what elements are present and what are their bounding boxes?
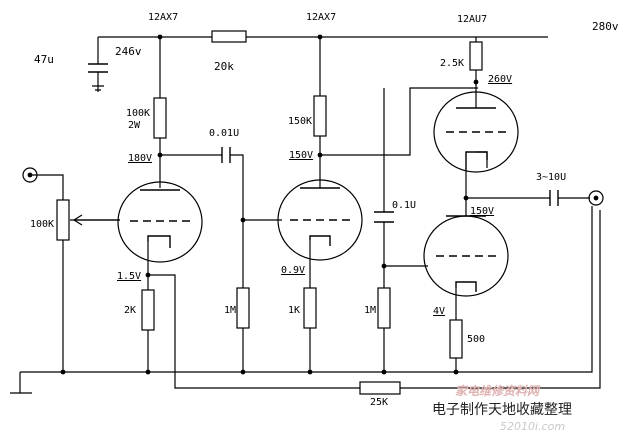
label-cathode-resistor-2: 1K	[288, 305, 300, 316]
label-filter-cap: 47u	[34, 53, 54, 66]
input-jack-icon	[22, 167, 38, 183]
caption-text: 电子制作天地收藏整理	[432, 402, 572, 418]
tube-v3-upper	[433, 91, 519, 173]
label-node-voltage: 246v	[115, 45, 142, 58]
output-jack-icon	[588, 190, 604, 206]
label-coupling-cap-1: 0.01U	[209, 128, 239, 139]
label-output-cap: 3~10U	[536, 172, 566, 183]
label-grid-resistor-2: 1M	[364, 305, 376, 316]
label-v3-cathode-voltage: 4V	[433, 306, 445, 317]
watermark-logo-text: 家电维修资料网	[455, 384, 541, 398]
label-plate-resistor-3: 2.5K	[440, 58, 464, 69]
watermark-url: 52010i.com	[500, 420, 565, 433]
resistor-1m-stage1	[236, 287, 250, 329]
junctions	[60, 34, 479, 375]
label-v2-plate-voltage: 150V	[289, 150, 313, 161]
resistor-25k	[359, 381, 401, 395]
label-v2-type: 12AX7	[306, 12, 336, 23]
tube-v2	[277, 179, 363, 261]
capacitor-0-01u	[221, 147, 231, 163]
label-dropping-resistor: 20k	[214, 60, 234, 73]
resistor-2-5k	[469, 41, 483, 71]
label-coupling-cap-2: 0.1U	[392, 200, 416, 211]
resistor-2k	[141, 289, 155, 331]
label-grid-resistor-1: 1M	[224, 305, 236, 316]
label-plate-resistor-1: 100K	[126, 108, 150, 119]
label-plate-resistor-2: 150K	[288, 116, 312, 127]
label-v1-type: 12AX7	[148, 12, 178, 23]
capacitors	[88, 63, 559, 223]
resistor-150k	[313, 95, 327, 137]
label-main-voltage: 280v	[592, 20, 619, 33]
resistor-1m-stage2	[377, 287, 391, 329]
tube-v1	[117, 181, 203, 263]
resistors	[56, 30, 483, 395]
resistor-1k	[303, 287, 317, 329]
label-cathode-resistor-3: 500	[467, 334, 485, 345]
label-v1-plate-voltage: 180V	[128, 153, 152, 164]
capacitor-0-1u	[374, 211, 394, 223]
resistor-100k-2w	[153, 97, 167, 139]
label-cathode-resistor-1: 2K	[124, 305, 136, 316]
label-v2-cathode-voltage: 0.9V	[281, 265, 305, 276]
label-feedback-resistor: 25K	[370, 397, 388, 408]
label-v3-type: 12AU7	[457, 14, 487, 25]
label-v3-midpoint-voltage: 150V	[470, 206, 494, 217]
label-v1-cathode-voltage: 1.5V	[117, 271, 141, 282]
pot-wiper-arrow-icon	[72, 214, 83, 226]
resistor-20k	[211, 30, 247, 43]
potentiometer-100k	[56, 199, 70, 241]
label-pot: 100K	[30, 219, 54, 230]
wiring	[10, 36, 601, 394]
tube-v3-lower	[423, 215, 509, 297]
capacitor-3-10u	[549, 190, 559, 206]
label-v3-upper-plate-voltage: 260V	[488, 74, 512, 85]
capacitor-47u	[88, 63, 108, 91]
resistor-500	[449, 319, 463, 359]
label-plate-resistor-1-power: 2W	[128, 120, 141, 131]
